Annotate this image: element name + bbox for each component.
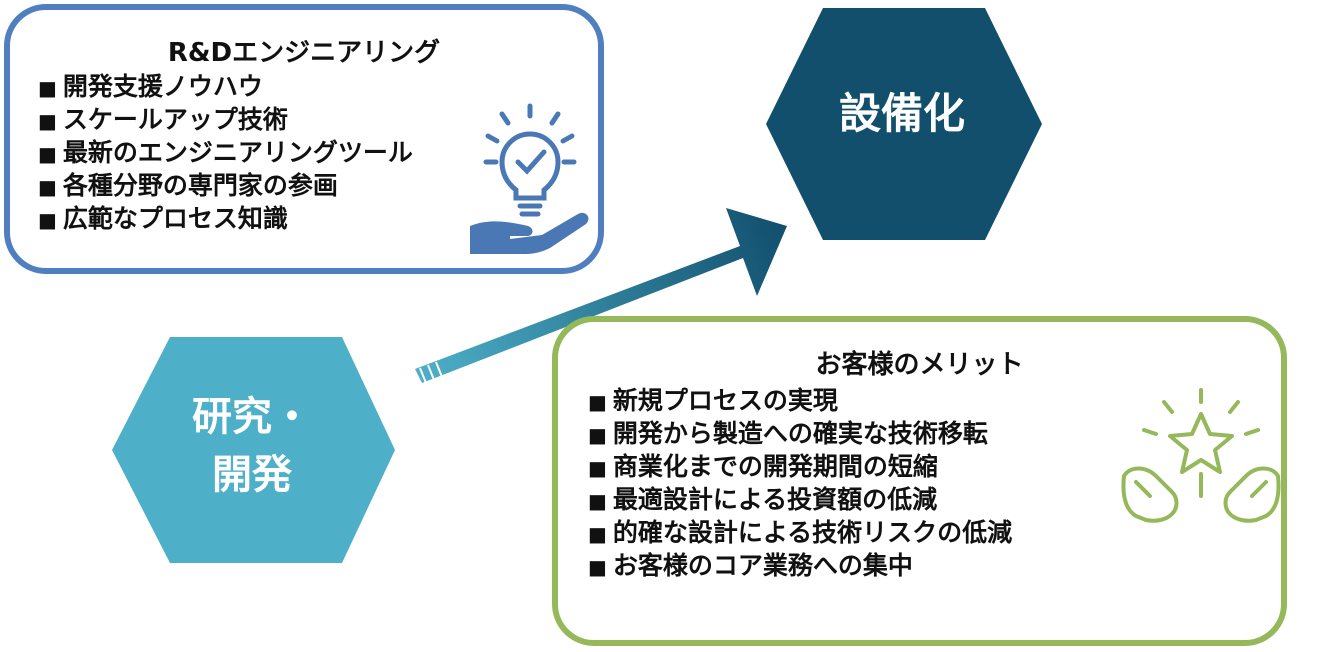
rd-engineering-title: R&Dエンジニアリング <box>167 38 441 68</box>
research-hexagon <box>112 337 395 563</box>
flow-arrow <box>415 208 787 389</box>
bullet-mark: ■ <box>38 142 57 166</box>
list-item: ■最適設計による投資額の低減 <box>588 485 938 514</box>
research-label: 研究・ 開発 <box>112 388 392 504</box>
list-item: ■開発から製造への確実な技術移転 <box>588 419 988 448</box>
customer-merit-list: ■新規プロセスの実現 ■開発から製造への確実な技術移転 ■商業化までの開発期間の… <box>588 384 1012 582</box>
list-item: ■お客様のコア業務への集中 <box>588 551 913 580</box>
bullet-mark: ■ <box>38 175 57 199</box>
list-item: ■広範なプロセス知識 <box>38 204 288 233</box>
research-label-line2: 開発 <box>212 452 292 498</box>
bullet-mark: ■ <box>38 109 57 133</box>
bullet-mark: ■ <box>588 489 607 513</box>
bullet-mark: ■ <box>588 423 607 447</box>
bullet-mark: ■ <box>588 390 607 414</box>
bullet-mark: ■ <box>38 208 57 232</box>
star-hands-icon <box>1121 388 1281 523</box>
list-item: ■開発支援ノウハウ <box>38 72 263 101</box>
research-label-line1: 研究・ <box>192 394 312 440</box>
rd-engineering-panel: R&Dエンジニアリング ■開発支援ノウハウ ■スケールアップ技術 ■最新のエンジ… <box>4 4 604 274</box>
bullet-mark: ■ <box>588 522 607 546</box>
bullet-mark: ■ <box>588 456 607 480</box>
bullet-mark: ■ <box>588 555 607 579</box>
facility-label: 設備化 <box>838 89 965 138</box>
list-item: ■商業化までの開発期間の短縮 <box>588 452 938 481</box>
customer-merit-title: お客様のメリット <box>815 350 1024 380</box>
lightbulb-hand-icon <box>470 103 589 254</box>
facility-hexagon <box>766 8 1042 240</box>
customer-merit-panel: お客様のメリット ■新規プロセスの実現 ■開発から製造への確実な技術移転 ■商業… <box>552 316 1287 646</box>
bullet-mark: ■ <box>38 76 57 100</box>
list-item: ■新規プロセスの実現 <box>588 386 838 415</box>
list-item: ■各種分野の専門家の参画 <box>38 171 338 200</box>
list-item: ■最新のエンジニアリングツール <box>38 138 413 167</box>
rd-engineering-list: ■開発支援ノウハウ ■スケールアップ技術 ■最新のエンジニアリングツール ■各種… <box>38 70 413 235</box>
list-item: ■的確な設計による技術リスクの低減 <box>588 518 1013 547</box>
list-item: ■スケールアップ技術 <box>38 105 288 134</box>
